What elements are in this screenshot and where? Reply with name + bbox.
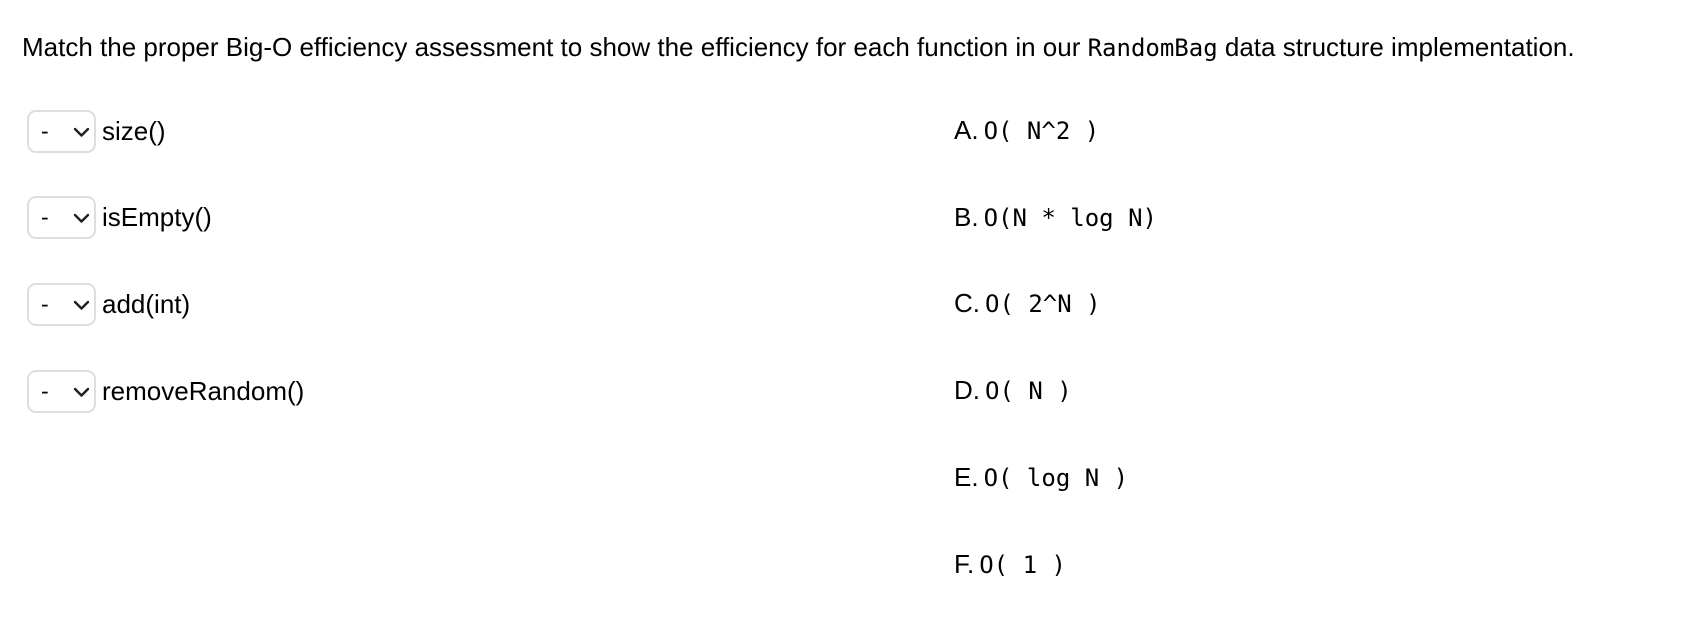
match-label: size() [102, 116, 166, 146]
match-row-add: - add(int) [27, 283, 190, 326]
match-select-wrap: - [27, 196, 96, 239]
answer-option-d: D.O( N ) [954, 369, 1072, 412]
match-select-wrap: - [27, 110, 96, 153]
option-text: O( N ) [985, 377, 1072, 405]
answer-option-c: C.O( 2^N ) [954, 282, 1101, 325]
match-label: add(int) [102, 289, 191, 319]
option-letter: D. [954, 375, 980, 405]
option-letter: A. [954, 115, 979, 145]
option-text: O( 1 ) [979, 551, 1066, 579]
question-text-before: Match the proper Big-O efficiency assess… [22, 32, 1088, 62]
match-select-size[interactable]: - [27, 110, 96, 153]
answer-option-a: A.O( N^2 ) [954, 109, 1099, 152]
option-letter: C. [954, 288, 980, 318]
match-select-wrap: - [27, 370, 96, 413]
match-row-isempty: - isEmpty() [27, 196, 212, 239]
question-text-after: data structure implementation. [1217, 32, 1575, 62]
match-row-size: - size() [27, 110, 166, 153]
match-row-removerandom: - removeRandom() [27, 370, 304, 413]
match-select-removerandom[interactable]: - [27, 370, 96, 413]
answer-option-f: F.O( 1 ) [954, 543, 1066, 586]
option-text: O( 2^N ) [985, 290, 1101, 318]
option-letter: B. [954, 202, 979, 232]
option-letter: E. [954, 462, 979, 492]
option-text: O( log N ) [983, 464, 1129, 492]
option-letter: F. [954, 549, 975, 579]
match-select-add[interactable]: - [27, 283, 96, 326]
inline-code: RandomBag [1087, 34, 1218, 62]
match-label: isEmpty() [102, 202, 212, 232]
question-text: Match the proper Big-O efficiency assess… [22, 31, 1575, 64]
match-select-isempty[interactable]: - [27, 196, 96, 239]
match-select-wrap: - [27, 283, 96, 326]
option-text: O(N * log N) [983, 204, 1157, 232]
answer-option-b: B.O(N * log N) [954, 196, 1157, 239]
option-text: O( N^2 ) [983, 117, 1100, 145]
match-label: removeRandom() [102, 376, 305, 406]
answer-option-e: E.O( log N ) [954, 456, 1128, 499]
